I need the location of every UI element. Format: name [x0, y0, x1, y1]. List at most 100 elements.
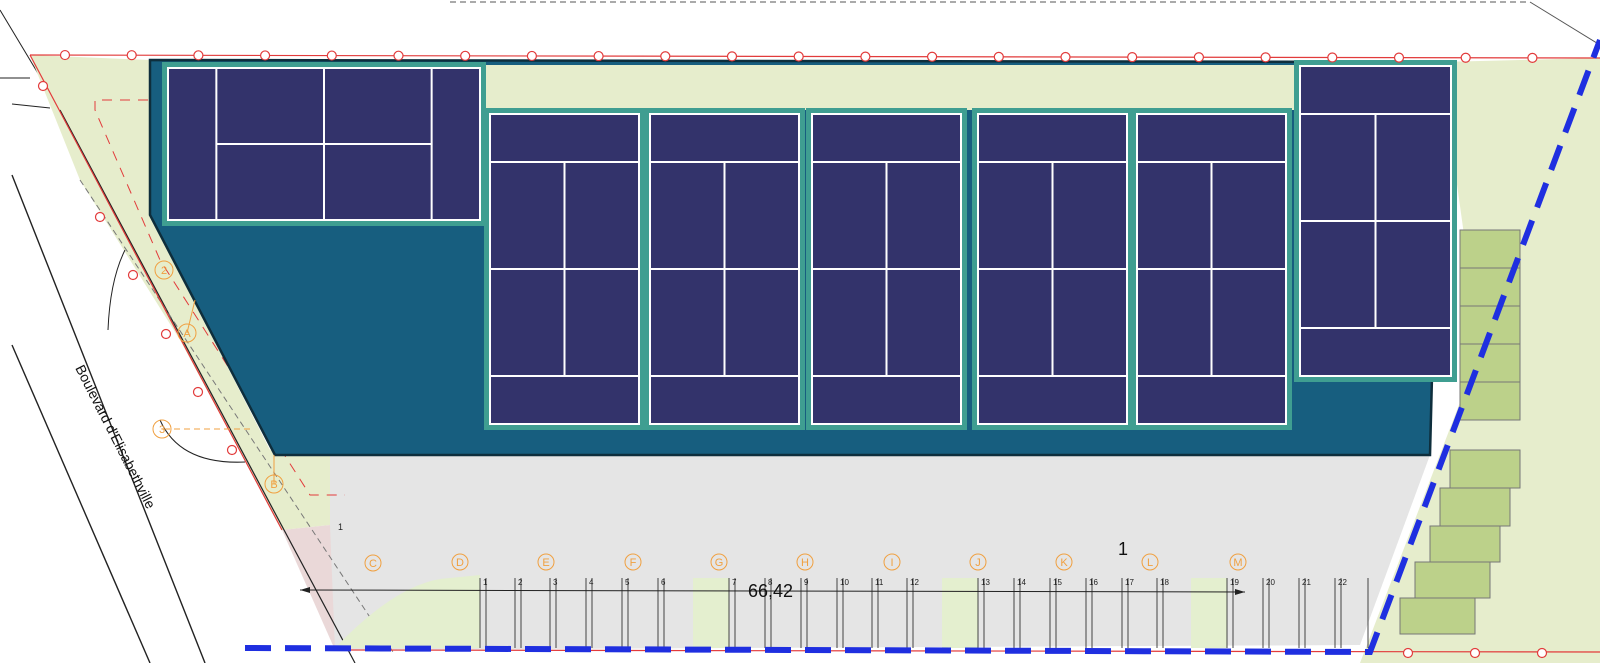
property-node-icon	[1193, 52, 1205, 63]
property-node-icon	[1393, 52, 1405, 63]
parking-number: 16	[1089, 578, 1098, 587]
property-node-icon	[192, 386, 204, 398]
grid-marker-icon	[969, 553, 987, 571]
parking-number: 15	[1053, 578, 1062, 587]
dimension-line	[299, 589, 1246, 593]
parking-number: 4	[589, 578, 594, 587]
property-node-icon	[126, 50, 137, 61]
grid-marker-label: A	[183, 328, 191, 340]
dimension: 66,42	[299, 581, 1246, 601]
green-island	[335, 575, 480, 648]
tennis-court-5	[972, 108, 1133, 430]
tennis-court-3	[644, 108, 805, 430]
parking-number: 22	[1338, 578, 1347, 587]
property-node-icon	[793, 51, 804, 62]
parking-number: 14	[1017, 578, 1026, 587]
dimension-label: 66,42	[748, 581, 793, 601]
parking-number: 7	[732, 578, 737, 587]
parking-number: 11	[875, 578, 884, 587]
green-island	[1191, 578, 1227, 648]
property-node-icon	[1402, 647, 1414, 659]
parking-number: 19	[1230, 578, 1239, 587]
grid-marker-icon	[1141, 553, 1159, 571]
grid-marker-label: C	[369, 558, 377, 570]
grid-marker-label: J	[975, 557, 981, 569]
grid-marker-icon	[154, 260, 174, 280]
grid-marker-icon	[796, 553, 814, 571]
grid-marker-icon	[364, 554, 382, 572]
grid-marker-icon	[1229, 553, 1247, 571]
grid-marker-label: 3	[159, 424, 165, 436]
parking-number: 9	[804, 578, 809, 587]
site-boundary	[244, 38, 1600, 656]
green-band	[485, 65, 1295, 110]
property-node-icon	[1469, 647, 1481, 659]
property-node-icon	[726, 51, 738, 62]
grid-marker-label: K	[1060, 557, 1068, 569]
parking-number: 5	[625, 578, 630, 587]
grid-marker-label: H	[801, 557, 809, 569]
tennis-court-2	[484, 108, 645, 430]
grid-marker-label: L	[1147, 557, 1153, 569]
planting-box	[1459, 229, 1521, 269]
green-island	[942, 578, 978, 648]
planting-box	[1399, 597, 1476, 635]
planting-box	[1429, 525, 1501, 563]
property-node-icon	[993, 51, 1004, 62]
grid-marker-icon	[177, 323, 197, 343]
dimension-arrow-left	[300, 587, 310, 593]
property-node-icon	[37, 80, 49, 92]
property-node-icon	[1536, 647, 1548, 659]
property-node-icon	[260, 50, 271, 61]
parking-number: 17	[1125, 578, 1134, 587]
grid-marker-icon	[883, 553, 901, 571]
stray-label: 1	[338, 522, 343, 532]
property-node-icon	[59, 49, 71, 61]
street-name: Boulevard d'Elisabethville	[72, 362, 159, 511]
marker-leader	[186, 299, 196, 334]
road-edge-line	[59, 109, 356, 663]
parking-number: 8	[768, 578, 773, 587]
parking-number: 2	[518, 578, 523, 587]
grid-marker-label: M	[1233, 557, 1242, 569]
dimension-arrow-right	[1235, 589, 1245, 595]
property-node-icon	[193, 50, 204, 61]
property-line-top	[29, 54, 1600, 59]
tennis-court-4	[806, 108, 967, 430]
paving-area	[330, 455, 1430, 650]
parking-number: 1	[483, 578, 488, 587]
grid-marker-label: E	[542, 557, 549, 569]
property-node-icon	[1460, 52, 1471, 63]
stray-label: 1	[1118, 539, 1128, 559]
parking-number: 6	[661, 578, 666, 587]
property-node-icon	[860, 51, 871, 62]
road-edge-line	[11, 174, 206, 663]
property-node-icon	[660, 51, 671, 62]
property-node-icon	[326, 50, 337, 61]
parking-number: 13	[981, 578, 990, 587]
grid-marker-label: B	[270, 479, 277, 491]
property-node-icon	[1127, 52, 1138, 63]
green-island	[693, 578, 729, 648]
planting-box	[1439, 487, 1511, 527]
grid-marker-label: G	[715, 557, 724, 569]
property-node-icon	[226, 444, 238, 456]
parking-number: 18	[1160, 578, 1169, 587]
reference-line	[1529, 1, 1600, 46]
property-node-icon	[94, 211, 106, 223]
property-node-icon	[526, 50, 538, 62]
setback-line	[79, 179, 396, 656]
grid-marker-icon	[152, 419, 172, 439]
property-node-icon	[1527, 52, 1538, 63]
planting-box	[1459, 343, 1521, 383]
grid-marker-icon	[624, 553, 642, 571]
grid-marker-icon	[537, 553, 555, 571]
parking-number: 20	[1266, 578, 1275, 587]
property-node-icon	[1260, 52, 1271, 63]
property-node-icon	[1060, 51, 1071, 63]
property-node-icon	[127, 269, 139, 281]
parking-number: 3	[553, 578, 558, 587]
property-node-icon	[926, 51, 938, 62]
